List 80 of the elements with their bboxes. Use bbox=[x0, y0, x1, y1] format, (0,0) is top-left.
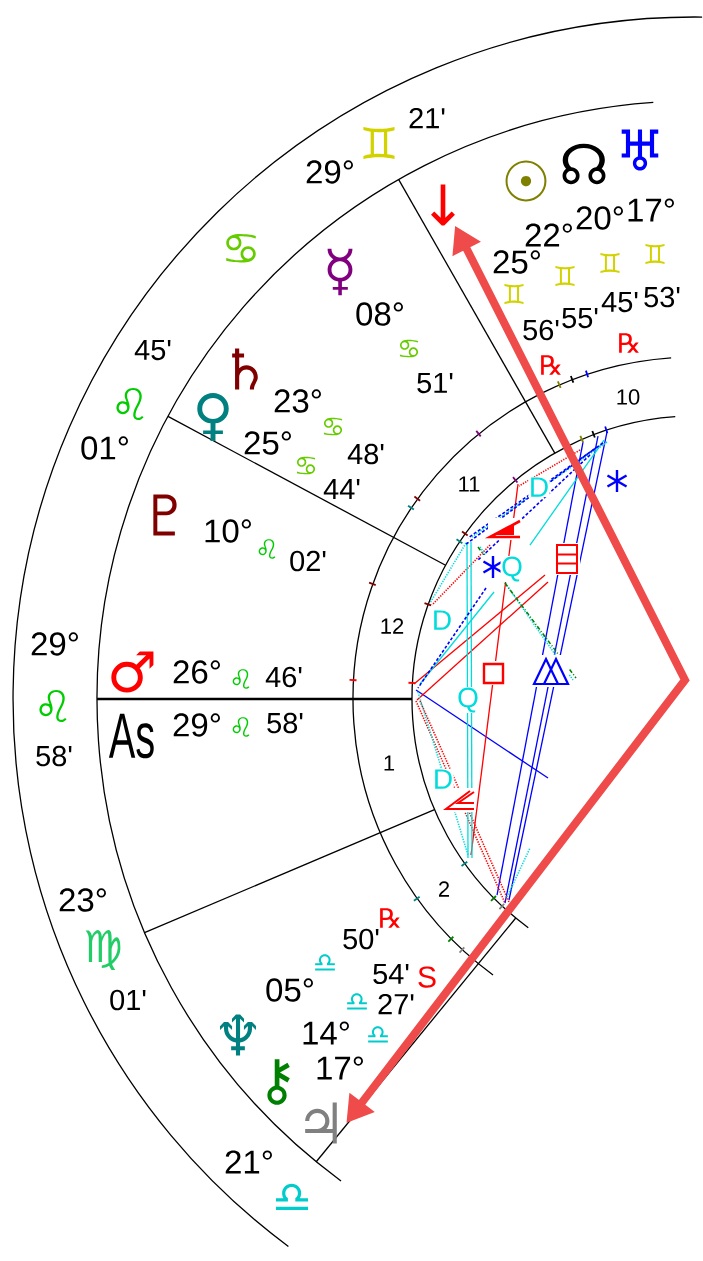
aspect-letter: D bbox=[432, 768, 454, 790]
minute-label: 58' bbox=[267, 712, 303, 734]
house-number: 12 bbox=[381, 618, 404, 634]
degree-label: 29° bbox=[173, 713, 220, 737]
degree-label: 01° bbox=[81, 436, 128, 460]
house-number: 11 bbox=[459, 476, 480, 492]
minute-label: 02' bbox=[290, 550, 326, 572]
sign-glyph: ♎ bbox=[347, 993, 367, 1010]
sign-glyph: ♊ bbox=[555, 266, 575, 286]
degree-label: 17° bbox=[317, 1056, 363, 1080]
house-number: 1 bbox=[384, 755, 395, 771]
planet-glyph: ♂ bbox=[111, 651, 154, 693]
degree-label: 25° bbox=[244, 431, 291, 455]
sign-glyph: ♋ bbox=[296, 456, 316, 475]
planet-glyph: ♆ bbox=[220, 1014, 256, 1056]
minute-label: 54' bbox=[373, 963, 409, 985]
aspect-letter: D bbox=[528, 476, 550, 498]
sign-glyph: ♌ bbox=[116, 387, 144, 421]
minute-label: 50' bbox=[343, 928, 379, 950]
planet-glyph: ☿ bbox=[327, 248, 353, 296]
minute-label: 27' bbox=[378, 993, 414, 1015]
minute-label: 51' bbox=[417, 372, 453, 394]
minute-label: 01' bbox=[110, 989, 146, 1011]
degree-label: 29° bbox=[31, 632, 78, 656]
planet-glyph: ♃ bbox=[305, 1102, 337, 1144]
degree-label: 20° bbox=[576, 206, 623, 230]
degree-label: 08° bbox=[356, 302, 403, 326]
retrograde-mark: ℞ bbox=[380, 908, 400, 928]
degree-label: 23° bbox=[274, 389, 321, 413]
aspect-letter: Q bbox=[456, 687, 480, 714]
sign-glyph: ♊ bbox=[363, 126, 395, 160]
planet-glyph: ☊ bbox=[562, 143, 606, 185]
degree-label: 21° bbox=[225, 1150, 272, 1174]
retrograde-mark: ℞ bbox=[619, 333, 639, 353]
sign-glyph: ♋ bbox=[399, 339, 419, 358]
degree-label: 10° bbox=[205, 519, 251, 543]
degree-label: 26° bbox=[173, 660, 220, 684]
minute-label: 55' bbox=[562, 307, 598, 329]
sign-glyph: ♊ bbox=[645, 244, 665, 264]
degree-label: 14° bbox=[303, 1021, 349, 1045]
degree-label: 22° bbox=[525, 223, 572, 247]
planet-glyph: ☉ bbox=[505, 160, 547, 202]
minute-label: 48' bbox=[347, 443, 384, 465]
planet-glyph: ⚷ bbox=[267, 1059, 290, 1105]
house-number: 10 bbox=[617, 389, 640, 405]
sign-glyph: ♌ bbox=[39, 689, 67, 723]
sign-glyph: ♌ bbox=[258, 539, 276, 559]
sign-glyph: ♊ bbox=[504, 284, 524, 304]
minute-label: 44' bbox=[323, 479, 360, 499]
minute-label: 46' bbox=[265, 666, 302, 688]
degree-label: 17° bbox=[628, 198, 674, 222]
degree-label: 23° bbox=[59, 888, 106, 912]
aspect-letter: D bbox=[431, 609, 453, 631]
planet-glyph: ♇ bbox=[153, 494, 177, 536]
minute-label: 58' bbox=[36, 745, 72, 767]
house-number: 2 bbox=[439, 881, 449, 897]
planet-glyph: ↓ bbox=[431, 184, 455, 226]
sign-glyph: ♊ bbox=[600, 253, 620, 273]
sign-glyph: ♌ bbox=[232, 717, 250, 737]
degree-label: 29° bbox=[306, 160, 353, 184]
sign-glyph: ♎ bbox=[275, 1183, 309, 1211]
degree-label: 25° bbox=[493, 250, 540, 274]
minute-label: 56' bbox=[523, 319, 559, 341]
sign-glyph: ♍ bbox=[85, 930, 121, 971]
ascendant-label: As bbox=[108, 713, 154, 759]
sign-glyph: ♎ bbox=[368, 1026, 388, 1043]
minute-label: 45' bbox=[601, 291, 638, 313]
minute-label: 45' bbox=[134, 339, 171, 361]
minute-label: 21' bbox=[409, 107, 445, 129]
degree-label: 05° bbox=[266, 978, 313, 1002]
station-mark: S bbox=[418, 966, 436, 988]
planet-glyph: ♅ bbox=[621, 129, 659, 171]
retrograde-mark: ℞ bbox=[541, 355, 561, 375]
sign-glyph: ♋ bbox=[226, 234, 256, 263]
sign-glyph: ♌ bbox=[232, 669, 250, 689]
minute-label: 53' bbox=[644, 286, 680, 308]
planet-glyph: ♄ bbox=[232, 348, 258, 390]
planet-glyph: ♀ bbox=[197, 393, 229, 441]
sign-glyph: ♎ bbox=[315, 954, 335, 971]
sign-glyph: ♋ bbox=[323, 417, 343, 436]
